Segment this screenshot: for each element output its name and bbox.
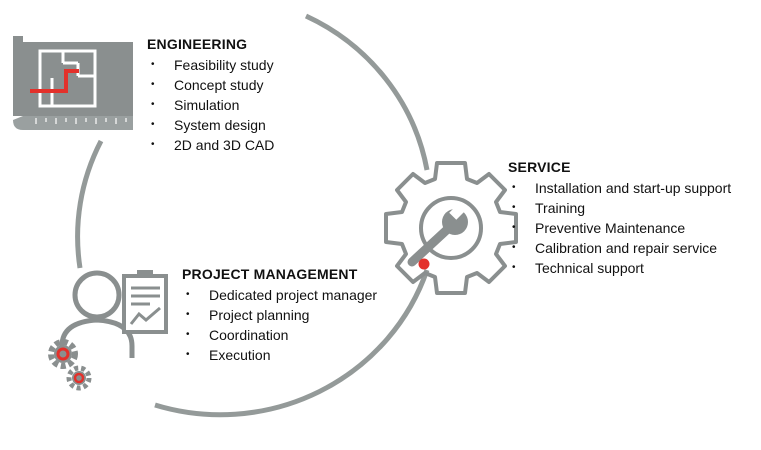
bullet: • — [186, 309, 190, 320]
list-item-text: Execution — [209, 347, 271, 363]
bullet: • — [151, 59, 155, 70]
list-item: • Preventive Maintenance — [508, 218, 731, 238]
list-item: • Coordination — [182, 325, 377, 345]
list-item: • Dedicated project manager — [182, 285, 377, 305]
list-item-text: Installation and start-up support — [535, 180, 732, 196]
cycle-arc-service-to-project — [154, 269, 430, 418]
small-gear-top — [48, 339, 78, 369]
bullet: • — [512, 262, 516, 273]
cycle-arc-project-to-engineering — [75, 139, 104, 269]
list-item-text: Feasibility study — [174, 57, 274, 73]
service-title: SERVICE — [508, 159, 571, 175]
service-list: • Installation and start-up support • Trai… — [508, 178, 731, 278]
list-item: • Simulation — [147, 95, 274, 115]
list-item-text: Coordination — [209, 327, 289, 343]
bullet: • — [186, 329, 190, 340]
list-item-text: 2D and 3D CAD — [174, 137, 275, 153]
list-item-text: Simulation — [174, 97, 240, 113]
bullet: • — [512, 182, 516, 193]
list-item-text: Preventive Maintenance — [535, 220, 686, 236]
bullet: • — [151, 119, 155, 130]
list-item-text: Concept study — [174, 77, 264, 93]
project-management-list: • Dedicated project manager • Project plan… — [182, 285, 377, 365]
small-gear-bottom — [66, 365, 92, 391]
bullet: • — [512, 202, 516, 213]
bullet: • — [151, 139, 155, 150]
list-item-text: Technical support — [535, 260, 644, 276]
engineering-section: ENGINEERING • Feasibility study • Concept … — [147, 36, 274, 155]
engineering-list: • Feasibility study • Concept study • Simul… — [147, 55, 274, 155]
accent-dot — [418, 258, 430, 270]
cycle-ring — [75, 13, 430, 418]
list-item: • Calibration and repair service — [508, 238, 731, 258]
list-item: • System design — [147, 115, 274, 135]
list-item-text: Training — [535, 200, 586, 216]
list-item: • Execution — [182, 345, 377, 365]
list-item: • Training — [508, 198, 731, 218]
project-management-title: PROJECT MANAGEMENT — [182, 266, 358, 282]
list-item: • Project planning — [182, 305, 377, 325]
engineering-title: ENGINEERING — [147, 36, 248, 52]
list-item: • Feasibility study — [147, 55, 274, 75]
list-item-text: Calibration and repair service — [535, 240, 718, 256]
gear-wrench-icon — [384, 161, 518, 295]
project-management-section: PROJECT MANAGEMENT • Dedicated project ma… — [182, 266, 377, 365]
list-item: • Technical support — [508, 258, 731, 278]
list-item-text: Dedicated project manager — [209, 287, 378, 303]
bullet: • — [512, 222, 516, 233]
bullet: • — [186, 289, 190, 300]
blueprint-icon — [13, 36, 133, 130]
cycle-arc-engineering-to-service — [304, 13, 430, 171]
bullet: • — [151, 79, 155, 90]
route-line-accent — [30, 69, 79, 93]
list-item: • Installation and start-up support — [508, 178, 731, 198]
service-section: SERVICE • Installation and start-up suppo… — [508, 159, 731, 278]
list-item-text: System design — [174, 117, 266, 133]
list-item-text: Project planning — [209, 307, 310, 323]
list-item: • Concept study — [147, 75, 274, 95]
list-item: • 2D and 3D CAD — [147, 135, 274, 155]
bullet: • — [151, 99, 155, 110]
bullet: • — [186, 349, 190, 360]
bullet: • — [512, 242, 516, 253]
manager-clipboard-icon — [48, 270, 168, 391]
